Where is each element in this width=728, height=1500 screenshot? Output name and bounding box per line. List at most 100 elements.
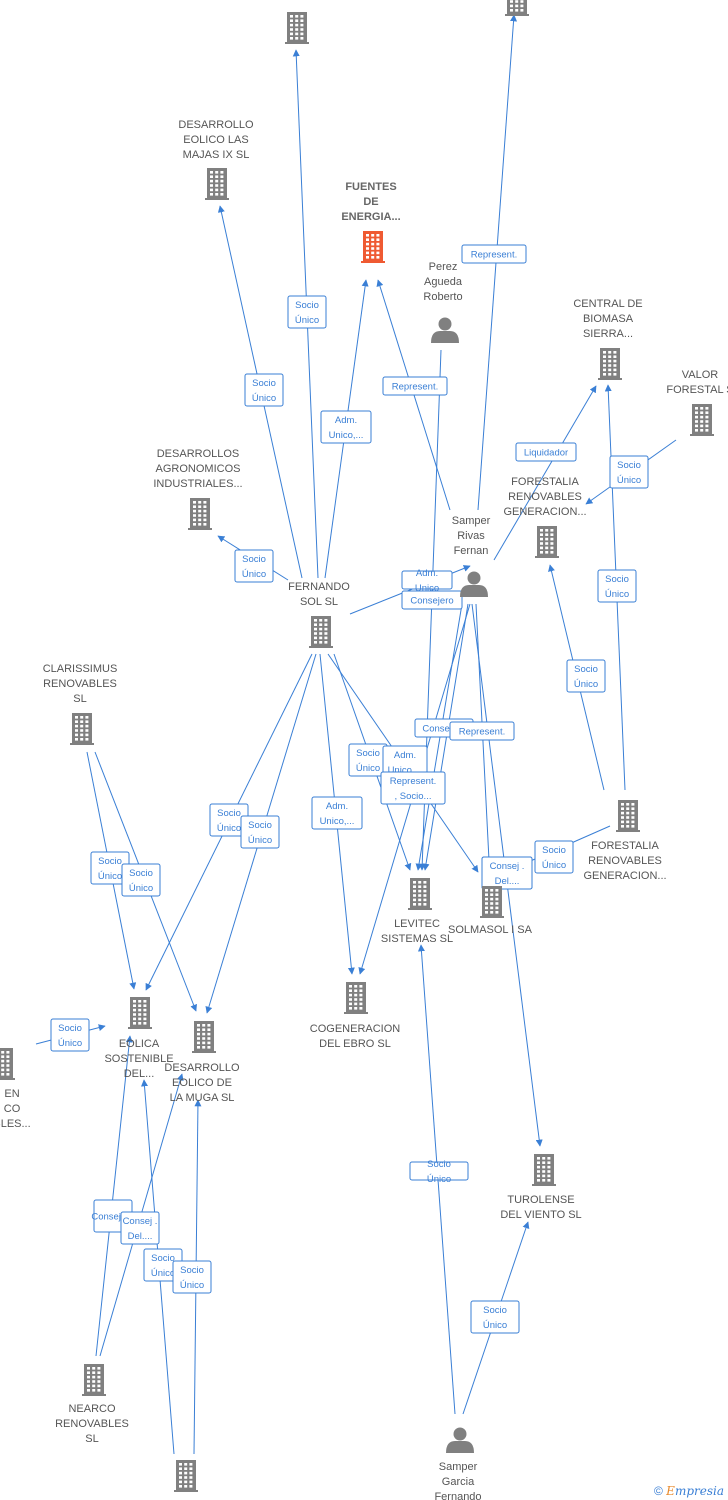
edge-label-text: Único	[356, 763, 380, 774]
edge-label-text: Único	[617, 475, 641, 486]
edge-label-box	[597, 569, 637, 603]
copyright-symbol: ©	[653, 1484, 663, 1498]
node-label: DEL EBRO SL	[319, 1038, 391, 1050]
edge-label-samper_rivas-to-cogeneracion[interactable]: Represent.	[449, 721, 515, 741]
edge-label-samper_rivas-to-central[interactable]: Liquidador	[515, 442, 577, 462]
node-label: EN	[4, 1088, 19, 1100]
edge-label-box	[50, 1018, 90, 1052]
edge-label-text: Único	[483, 1320, 507, 1331]
edge-label-text: Adm.	[335, 415, 357, 426]
edge-label-text: Socio	[356, 748, 380, 759]
node-label: DEL VIENTO SL	[500, 1209, 581, 1221]
node-label: NEARCO	[68, 1403, 116, 1415]
brand-logo[interactable]: Empresia	[666, 1484, 724, 1498]
edge-label-box	[409, 1161, 469, 1181]
edge-label-samper_garcia-to-turolense[interactable]: Consej .Del....	[120, 1211, 160, 1245]
node-label: AGRONOMICOS	[156, 463, 241, 475]
edge-label-box	[287, 295, 327, 329]
edge-label-text: Unico,...	[388, 765, 423, 776]
node-label: DE	[363, 196, 378, 208]
edge-label-text: Consejero	[422, 724, 465, 735]
edge-label-fernando_sol-to-cogeneracion[interactable]: Adm.Unico,...	[311, 796, 363, 830]
node-levitec[interactable]: LEVITEC SISTEMAS SL	[381, 878, 453, 945]
edge-label-samper_rivas-to-turolense[interactable]: Consej .Del....	[481, 856, 533, 890]
node-label: GENERACION...	[503, 506, 586, 518]
edge-label-text: Único	[217, 823, 241, 834]
brand-initial: E	[666, 1484, 675, 1498]
node-label: LEVITEC	[394, 918, 440, 930]
node-forestalia1[interactable]: FORESTALIARENOVABLESGENERACION...	[503, 476, 587, 558]
edge-label-box	[382, 376, 448, 396]
edge-label-samper_rivas-to-fernando_sol[interactable]: Adm.Unico	[401, 568, 453, 594]
node-fuentes[interactable]: FUENTESDEENERGIA...	[341, 181, 401, 263]
node-label: SIERRA...	[583, 328, 633, 340]
node-top_energia[interactable]: ENERGIA SL	[264, 0, 329, 44]
node-solmasol[interactable]: SOLMASOL I SA	[448, 886, 533, 936]
person-icon	[460, 571, 488, 597]
node-eolica[interactable]: EOLICASOSTENIBLEDEL...	[104, 997, 174, 1080]
edge-label-samper_rivas-to-top_right[interactable]: Represent.	[461, 244, 527, 264]
edge-label-fernando_sol-to-fuentes[interactable]: Adm.Unico,...	[320, 410, 372, 444]
node-label: RENOVABLES	[588, 855, 662, 867]
edge-label-text: Socio	[252, 378, 276, 389]
node-label: LA MUGA SL	[170, 1092, 235, 1104]
building-icon	[82, 1364, 106, 1396]
edge-label-text: Represent.	[459, 727, 505, 738]
edge-label-text: Único	[295, 315, 319, 326]
node-label: SOLMASOL I SA	[448, 924, 533, 936]
node-label: Samper	[452, 515, 491, 527]
node-bottom_company[interactable]	[174, 1460, 198, 1492]
brand-name: mpresia	[674, 1484, 724, 1498]
edge-label-text: Socio	[605, 574, 629, 585]
node-agronomicos[interactable]: DESARROLLOSAGRONOMICOSINDUSTRIALES...	[153, 448, 243, 530]
edge-label-box	[234, 549, 274, 583]
node-label: DEL...	[124, 1068, 155, 1080]
edge-label-text: , Socio...	[395, 791, 432, 802]
edge-label-samper_rivas-to-fuentes[interactable]: Represent.	[382, 376, 448, 396]
node-label: DESARROLLOS	[157, 448, 240, 460]
node-label: EOLICO LAS	[183, 134, 248, 146]
node-label: SISTEMAS SL	[381, 933, 453, 945]
edge-label-samper_rivas-to-levitec[interactable]: Represent., Socio...	[380, 771, 446, 805]
edge-label-text: Único	[151, 1268, 175, 1279]
node-top_right[interactable]	[505, 0, 529, 16]
edge-label-box	[401, 590, 463, 610]
node-left_cut[interactable]: ENCOBLES...	[0, 1048, 31, 1130]
edge-label-text: Socio	[242, 554, 266, 565]
edge-label-samper_rivas-to-levitec[interactable]: Consejero	[401, 590, 463, 610]
edge-label-box	[121, 863, 161, 897]
node-forestalia2[interactable]: FORESTALIARENOVABLESGENERACION...	[583, 800, 667, 882]
node-central[interactable]: CENTRAL DEBIOMASASIERRA...	[573, 298, 643, 380]
edge-samper_rivas-to-central	[493, 385, 597, 561]
node-label: SOL SL	[300, 596, 338, 608]
person-icon	[446, 1427, 474, 1453]
building-icon	[535, 526, 559, 558]
node-label: SL	[85, 1433, 98, 1445]
